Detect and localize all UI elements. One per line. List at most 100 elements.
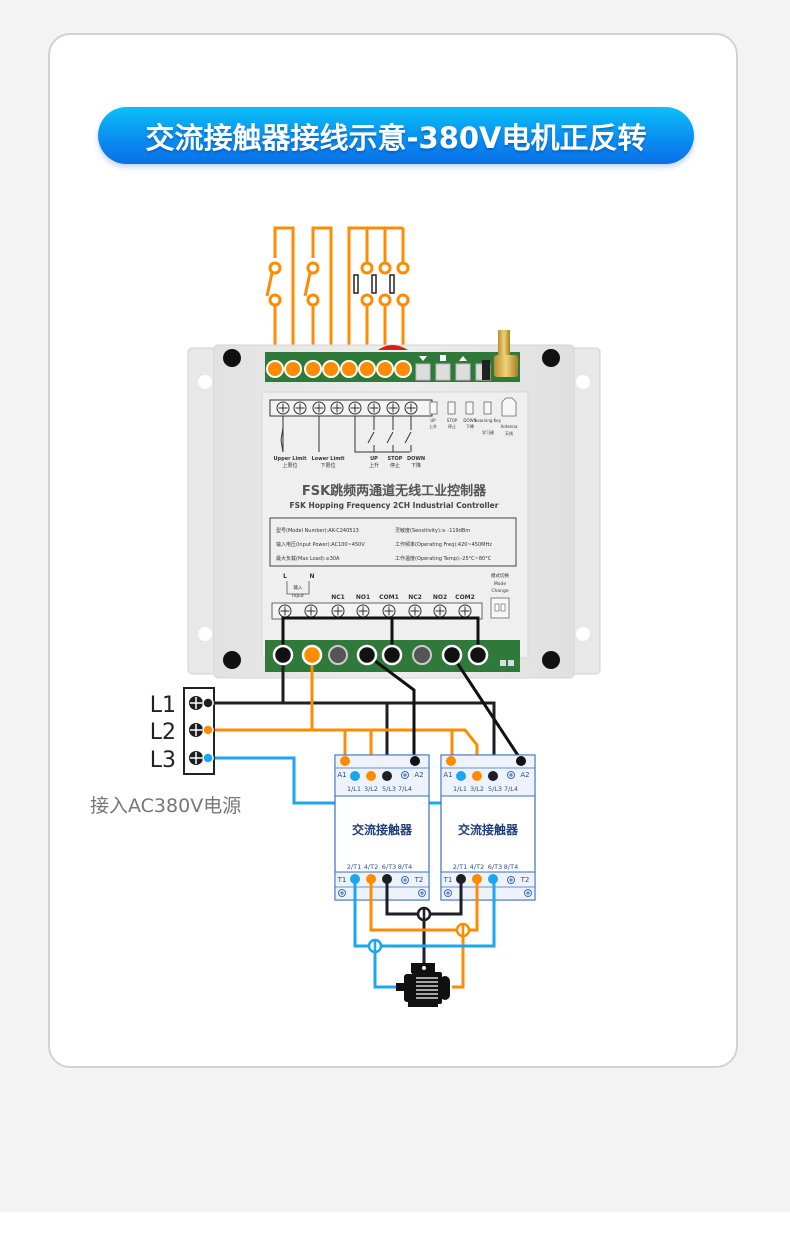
screw-icon bbox=[507, 876, 515, 884]
screw bbox=[223, 651, 241, 669]
antenna-label-en: Antenna bbox=[501, 424, 518, 429]
button-down-en: DOWN bbox=[463, 418, 476, 423]
mode-change-cn: 模式切换 bbox=[491, 572, 509, 579]
output-terminal-label: 2/T1 bbox=[453, 863, 467, 871]
spec-operating-temp: 工作温度(Operating Temp):-25°C~80°C bbox=[395, 555, 492, 562]
terminal-com2 bbox=[467, 644, 489, 666]
coil-label-a1: A1 bbox=[443, 771, 452, 779]
screw-icon bbox=[293, 401, 307, 415]
output-terminal-label: 8/T4 bbox=[504, 863, 518, 871]
input-label-cn: 输入 bbox=[294, 584, 303, 591]
screw-icon bbox=[507, 771, 515, 779]
label-down-cn: 下降 bbox=[411, 462, 421, 469]
antenna-label-cn: 天线 bbox=[505, 430, 513, 436]
screw-icon bbox=[524, 889, 532, 897]
input-terminal-label: 7/L4 bbox=[398, 785, 412, 793]
terminal-nc2 bbox=[412, 645, 432, 665]
phase-label-l3: L3 bbox=[150, 748, 176, 773]
spec-sensitivity: 灵敏度(Sensitivity):≥ -119dBm bbox=[395, 527, 470, 534]
limit-switch-lower bbox=[303, 258, 320, 307]
terminal-l bbox=[272, 644, 294, 666]
coil-label-a1: A1 bbox=[337, 771, 346, 779]
screw-icon bbox=[401, 876, 409, 884]
antenna-connector bbox=[494, 330, 518, 377]
terminal-label-n: N bbox=[309, 573, 314, 580]
screw bbox=[542, 349, 560, 367]
input-label-en: Input bbox=[292, 593, 304, 599]
spec-input-power: 输入电压(Input Power):AC100~450V bbox=[276, 541, 365, 548]
push-button-down bbox=[389, 261, 410, 307]
screw-icon bbox=[386, 401, 400, 415]
spec-max-load: 最大负载(Max Load):≤30A bbox=[276, 555, 340, 562]
screw-icon bbox=[404, 401, 418, 415]
input-terminal-label: 5/L3 bbox=[382, 785, 396, 793]
label-stop-en: STOP bbox=[388, 456, 403, 462]
screw-icon bbox=[278, 604, 292, 618]
phase-label-l1: L1 bbox=[150, 693, 176, 718]
power-caption: 接入AC380V电源 bbox=[90, 795, 241, 817]
terminal-label-no2: NO2 bbox=[433, 594, 447, 601]
label-upper-limit-cn: 上限位 bbox=[282, 462, 297, 469]
terminal-com1 bbox=[381, 644, 403, 666]
screw bbox=[223, 349, 241, 367]
top-terminals bbox=[266, 360, 412, 378]
output-terminal-label: 6/T3 bbox=[488, 863, 502, 871]
input-terminal-label: 3/L2 bbox=[364, 785, 378, 793]
push-button-up bbox=[353, 261, 374, 307]
screw-icon bbox=[189, 751, 203, 765]
power-input-block: L1 L2 L3 接入AC380V电源 bbox=[90, 687, 241, 817]
l3-terminal bbox=[202, 752, 214, 764]
button-stop-cn: 停止 bbox=[448, 423, 456, 429]
spec-operating-freq: 工作频率(Operating Freq):420~450MHz bbox=[395, 541, 492, 548]
label-upper-limit-en: Upper Limit bbox=[273, 456, 307, 462]
label-switch-symbols bbox=[280, 416, 412, 453]
button-down-cn: 下降 bbox=[466, 423, 474, 429]
contactor-name: 交流接触器 bbox=[352, 822, 413, 837]
out-label-t1: T1 bbox=[443, 876, 453, 884]
button-learning-en: Learning Key bbox=[475, 418, 502, 423]
label-up-cn: 上升 bbox=[369, 462, 379, 469]
screw-icon bbox=[356, 604, 370, 618]
terminal-label-com2: COM2 bbox=[455, 594, 475, 601]
input-terminal-label: 7/L4 bbox=[504, 785, 518, 793]
screw-icon bbox=[382, 604, 396, 618]
screw-icon bbox=[189, 696, 203, 710]
wire-junctions bbox=[367, 906, 471, 954]
red-indicator bbox=[378, 345, 408, 350]
spec-box bbox=[269, 517, 517, 567]
mount-hole bbox=[576, 375, 590, 389]
screw-icon bbox=[408, 604, 422, 618]
terminal-label-no1: NO1 bbox=[356, 594, 370, 601]
output-terminal-label: 4/T2 bbox=[470, 863, 484, 871]
terminal-label-l: L bbox=[283, 573, 287, 580]
terminal-label-com1: COM1 bbox=[379, 594, 399, 601]
screw-icon bbox=[348, 401, 362, 415]
bottom-terminals bbox=[272, 644, 489, 666]
coil-label-a2: A2 bbox=[520, 771, 529, 779]
output-terminal-label: 8/T4 bbox=[398, 863, 412, 871]
terminal-n bbox=[301, 644, 323, 666]
terminal-nc1 bbox=[328, 645, 348, 665]
terminal-screw-icons bbox=[276, 401, 418, 415]
title-banner: 交流接触器接线示意-380V电机正反转 bbox=[98, 107, 694, 164]
out-label-t1: T1 bbox=[337, 876, 347, 884]
output-terminal-label: 4/T2 bbox=[364, 863, 378, 871]
coil-label-a2: A2 bbox=[414, 771, 423, 779]
button-up-en: UP bbox=[430, 418, 436, 423]
out-label-t2: T2 bbox=[520, 876, 530, 884]
mount-hole bbox=[198, 627, 212, 641]
screw-icon bbox=[338, 889, 346, 897]
screw-icon bbox=[418, 889, 426, 897]
spec-model: 型号(Model Number):AK-C240513 bbox=[276, 527, 359, 534]
screw-icon bbox=[433, 604, 447, 618]
input-terminal-label: 1/L1 bbox=[347, 785, 361, 793]
push-button-stop bbox=[371, 261, 392, 307]
screw bbox=[542, 651, 560, 669]
label-stop-cn: 停止 bbox=[390, 462, 400, 469]
button-up-cn: 上升 bbox=[429, 423, 437, 429]
page-title: 交流接触器接线示意-380V电机正反转 bbox=[145, 120, 647, 155]
screw-icon bbox=[444, 889, 452, 897]
controller-device: Upper Limit 上限位 Lower Limit 下限位 UP 上升 ST… bbox=[187, 330, 601, 679]
